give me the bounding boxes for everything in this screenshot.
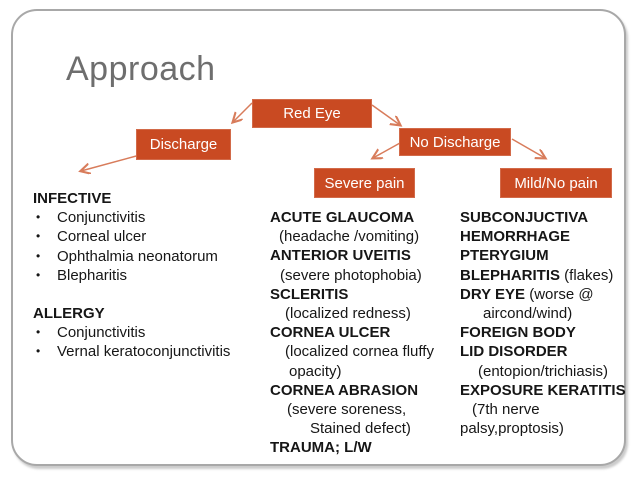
flowchart-node-red-eye: Red Eye	[252, 99, 372, 128]
text-line: ACUTE GLAUCOMA	[270, 209, 415, 226]
discharge-column: INFECTIVE • Conjunctivitis • Corneal ulcer • O…	[33, 189, 258, 362]
slide-frame	[11, 9, 626, 466]
bullet-item-label: Vernal keratoconjunctivitis	[57, 343, 231, 361]
bullet-item: • Corneal ulcer	[33, 227, 258, 246]
text-line: (localized cornea fluffy	[285, 343, 434, 361]
text-line: opacity)	[289, 362, 342, 380]
bullet-icon: •	[36, 210, 41, 225]
bullet-icon: •	[36, 229, 41, 244]
text-line: Stained defect)	[310, 420, 411, 438]
flowchart-node-no-discharge: No Discharge	[399, 128, 511, 156]
text-line: (7th nerve	[472, 401, 540, 419]
bullet-item: • Blepharitis	[33, 266, 258, 285]
flowchart-node-severe-pain: Severe pain	[314, 168, 415, 198]
text-line: (severe photophobia)	[280, 266, 422, 284]
text-line: (headache /vomiting)	[279, 228, 420, 246]
text-line: (severe soreness,	[287, 401, 407, 419]
bullet-item-label: Blepharitis	[57, 266, 128, 284]
text-line: SUBCONJUCTIVA	[460, 209, 589, 226]
text-line: DRY EYE (worse @	[460, 285, 594, 303]
flowchart-node-mild-no-pain: Mild/No pain	[500, 168, 612, 198]
section-header: INFECTIVE	[33, 190, 112, 207]
text-line: aircond/wind)	[483, 305, 573, 323]
flowchart-node-discharge: Discharge	[136, 129, 231, 160]
text-line: palsy,proptosis)	[460, 420, 564, 438]
bullet-icon: •	[36, 344, 41, 359]
bullet-item-label: Corneal ulcer	[57, 228, 147, 246]
text-line: BLEPHARITIS (flakes)	[460, 266, 614, 284]
text-line: PTERYGIUM	[460, 247, 549, 265]
bullet-icon: •	[36, 267, 41, 282]
bullet-item-label: Conjunctivitis	[57, 209, 146, 227]
text-line: SCLERITIS	[270, 285, 349, 303]
text-line: (localized redness)	[285, 305, 411, 323]
bullet-icon: •	[36, 248, 41, 263]
text-line: HEMORRHAGE	[460, 228, 571, 246]
section-spacer	[33, 285, 258, 304]
text-line: (entopion/trichiasis)	[478, 362, 609, 380]
text-line: CORNEA ULCER	[270, 324, 391, 342]
bullet-icon: •	[36, 325, 41, 340]
bullet-item: • Vernal keratoconjunctivitis	[33, 342, 258, 361]
bullet-item: • Ophthalmia neonatorum	[33, 247, 258, 266]
slide-title: Approach	[66, 50, 216, 88]
text-line: CORNEA ABRASION	[270, 381, 419, 399]
text-line: FOREIGN BODY	[460, 324, 576, 342]
bullet-item-label: Conjunctivitis	[57, 324, 146, 342]
severe-pain-column: ACUTE GLAUCOMA (headache /vomiting)ANTERI…	[270, 208, 460, 458]
section-header: ALLERGY	[33, 305, 105, 323]
text-line: EXPOSURE KERATITIS	[460, 381, 626, 399]
bullet-item: • Conjunctivitis	[33, 208, 258, 227]
text-line: ANTERIOR UVEITIS	[270, 247, 411, 265]
bullet-item: • Conjunctivitis	[33, 323, 258, 342]
bullet-item-label: Ophthalmia neonatorum	[57, 247, 218, 265]
text-line: TRAUMA; L/W	[270, 439, 372, 457]
text-line: LID DISORDER	[460, 343, 568, 361]
